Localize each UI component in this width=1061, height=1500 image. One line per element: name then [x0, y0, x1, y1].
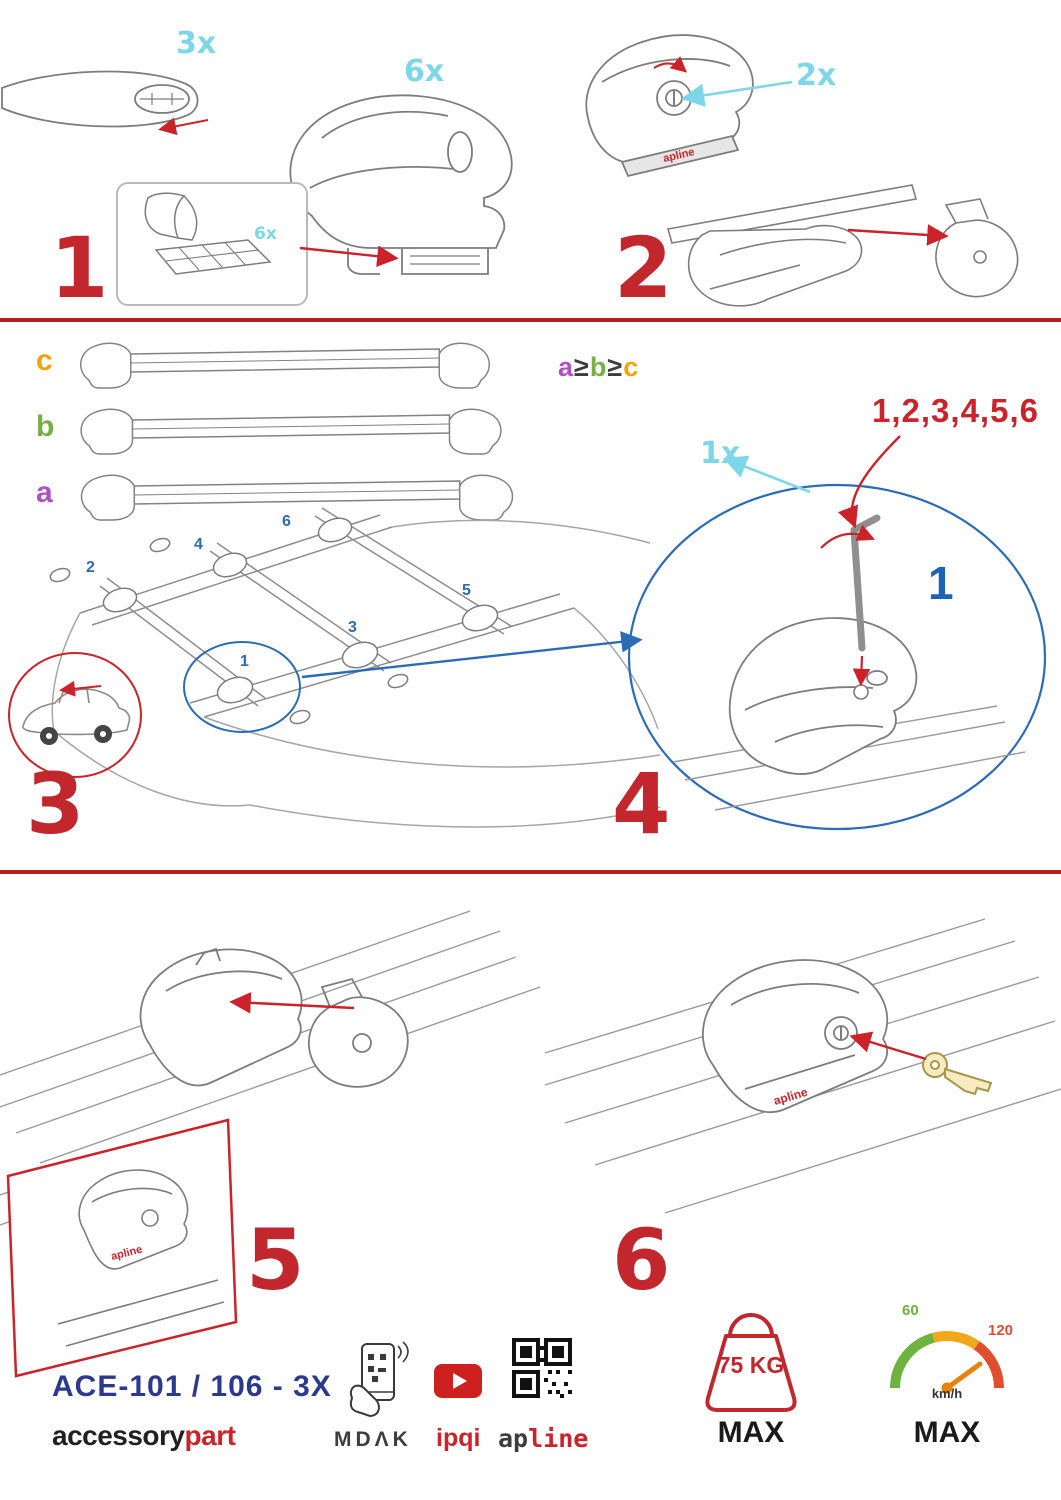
key-quantity-label: 1x	[700, 436, 741, 471]
lock-quantity-label: 2x	[796, 58, 837, 93]
step-1-number: 1	[50, 219, 111, 317]
foot-closeup-inset: apline	[6, 1118, 238, 1378]
position-label-1: 1	[240, 653, 249, 670]
order-c: c	[623, 352, 640, 382]
length-order-text: a≥b≥c	[558, 352, 639, 383]
foot-mounting-drawing	[0, 910, 541, 1226]
crossbar-a-drawing	[80, 474, 514, 521]
bar-quantity-label: 3x	[176, 26, 217, 61]
gauge-high-label: 120	[988, 1322, 1014, 1339]
position-label-3: 3	[348, 619, 357, 636]
bar-length-label-b: b	[36, 410, 55, 443]
tightening-sequence-label: 1,2,3,4,5,6	[872, 392, 1039, 429]
gauge-unit-label: km/h	[931, 1386, 963, 1401]
step-5-number: 5	[246, 1211, 307, 1309]
max-weight-value: 75 KG	[717, 1352, 785, 1378]
crossbar-b-drawing	[80, 408, 502, 455]
lock-rotation-arrow	[653, 56, 688, 73]
crossbar-profile-drawing	[1, 70, 199, 128]
section-divider-1	[0, 318, 1061, 322]
qr-code-icon	[512, 1338, 572, 1398]
step-3-number: 3	[26, 755, 87, 853]
bar-length-label-c: c	[36, 344, 53, 377]
brand-mdak-text: MDΛK	[334, 1428, 412, 1451]
order-b: b	[589, 352, 608, 382]
key-icon	[922, 1052, 993, 1096]
youtube-icon	[434, 1364, 482, 1398]
first-position-number: 1	[928, 557, 954, 609]
step4-detail-drawing	[627, 483, 1047, 831]
pad-quantity-label: 6x	[254, 224, 277, 244]
max-speed-label: MAX	[913, 1416, 981, 1449]
section-divider-2	[0, 870, 1061, 874]
step-6-number: 6	[612, 1211, 673, 1309]
position-label-2: 2	[86, 559, 95, 576]
foot-lock-drawing: apline	[585, 34, 754, 178]
step-4-number: 4	[612, 755, 673, 853]
brand-ipqi-text: ipqi	[436, 1424, 481, 1452]
rubber-pad-drawing	[144, 192, 272, 275]
brand-accessory-text: accessory	[52, 1420, 185, 1451]
product-model-label: ACE-101 / 106 - 3X	[52, 1370, 332, 1403]
car-overview-inset	[8, 652, 142, 778]
order-gte-2: ≥	[607, 352, 624, 382]
key-rotation-arrow	[820, 524, 876, 549]
bar-endcap-drawing	[666, 184, 1019, 307]
position-label-6: 6	[282, 513, 291, 530]
phone-scan-icon	[349, 1341, 409, 1418]
step-2-number: 2	[614, 219, 675, 317]
foot-quantity-label: 6x	[404, 54, 445, 89]
brand-line-text: line	[528, 1424, 589, 1453]
gauge-low-label: 60	[902, 1302, 919, 1319]
speedometer-icon	[890, 1331, 1004, 1394]
weight-tag-icon	[705, 1313, 797, 1412]
position-label-4: 4	[194, 536, 203, 553]
max-weight-label: MAX	[717, 1416, 785, 1449]
car-direction-arrow	[59, 680, 102, 697]
bar-length-label-a: a	[36, 476, 53, 509]
position-1-highlight-circle	[183, 641, 301, 733]
brand-accessorypart: accessorypart	[52, 1420, 236, 1452]
crossbar-c-drawing	[80, 342, 490, 389]
brand-part-text: part	[184, 1420, 236, 1451]
brand-ap-text: ap	[498, 1424, 529, 1453]
order-a: a	[558, 352, 575, 382]
brand-apline-text: apline	[498, 1424, 588, 1453]
key-insert-arrow	[852, 655, 871, 687]
position-label-5: 5	[462, 582, 471, 599]
order-gte-1: ≥	[574, 352, 590, 382]
foot-clamp-drawing	[289, 94, 513, 275]
pad-detail-inset	[116, 182, 308, 306]
foot-locking-drawing: apline	[545, 918, 1061, 1214]
